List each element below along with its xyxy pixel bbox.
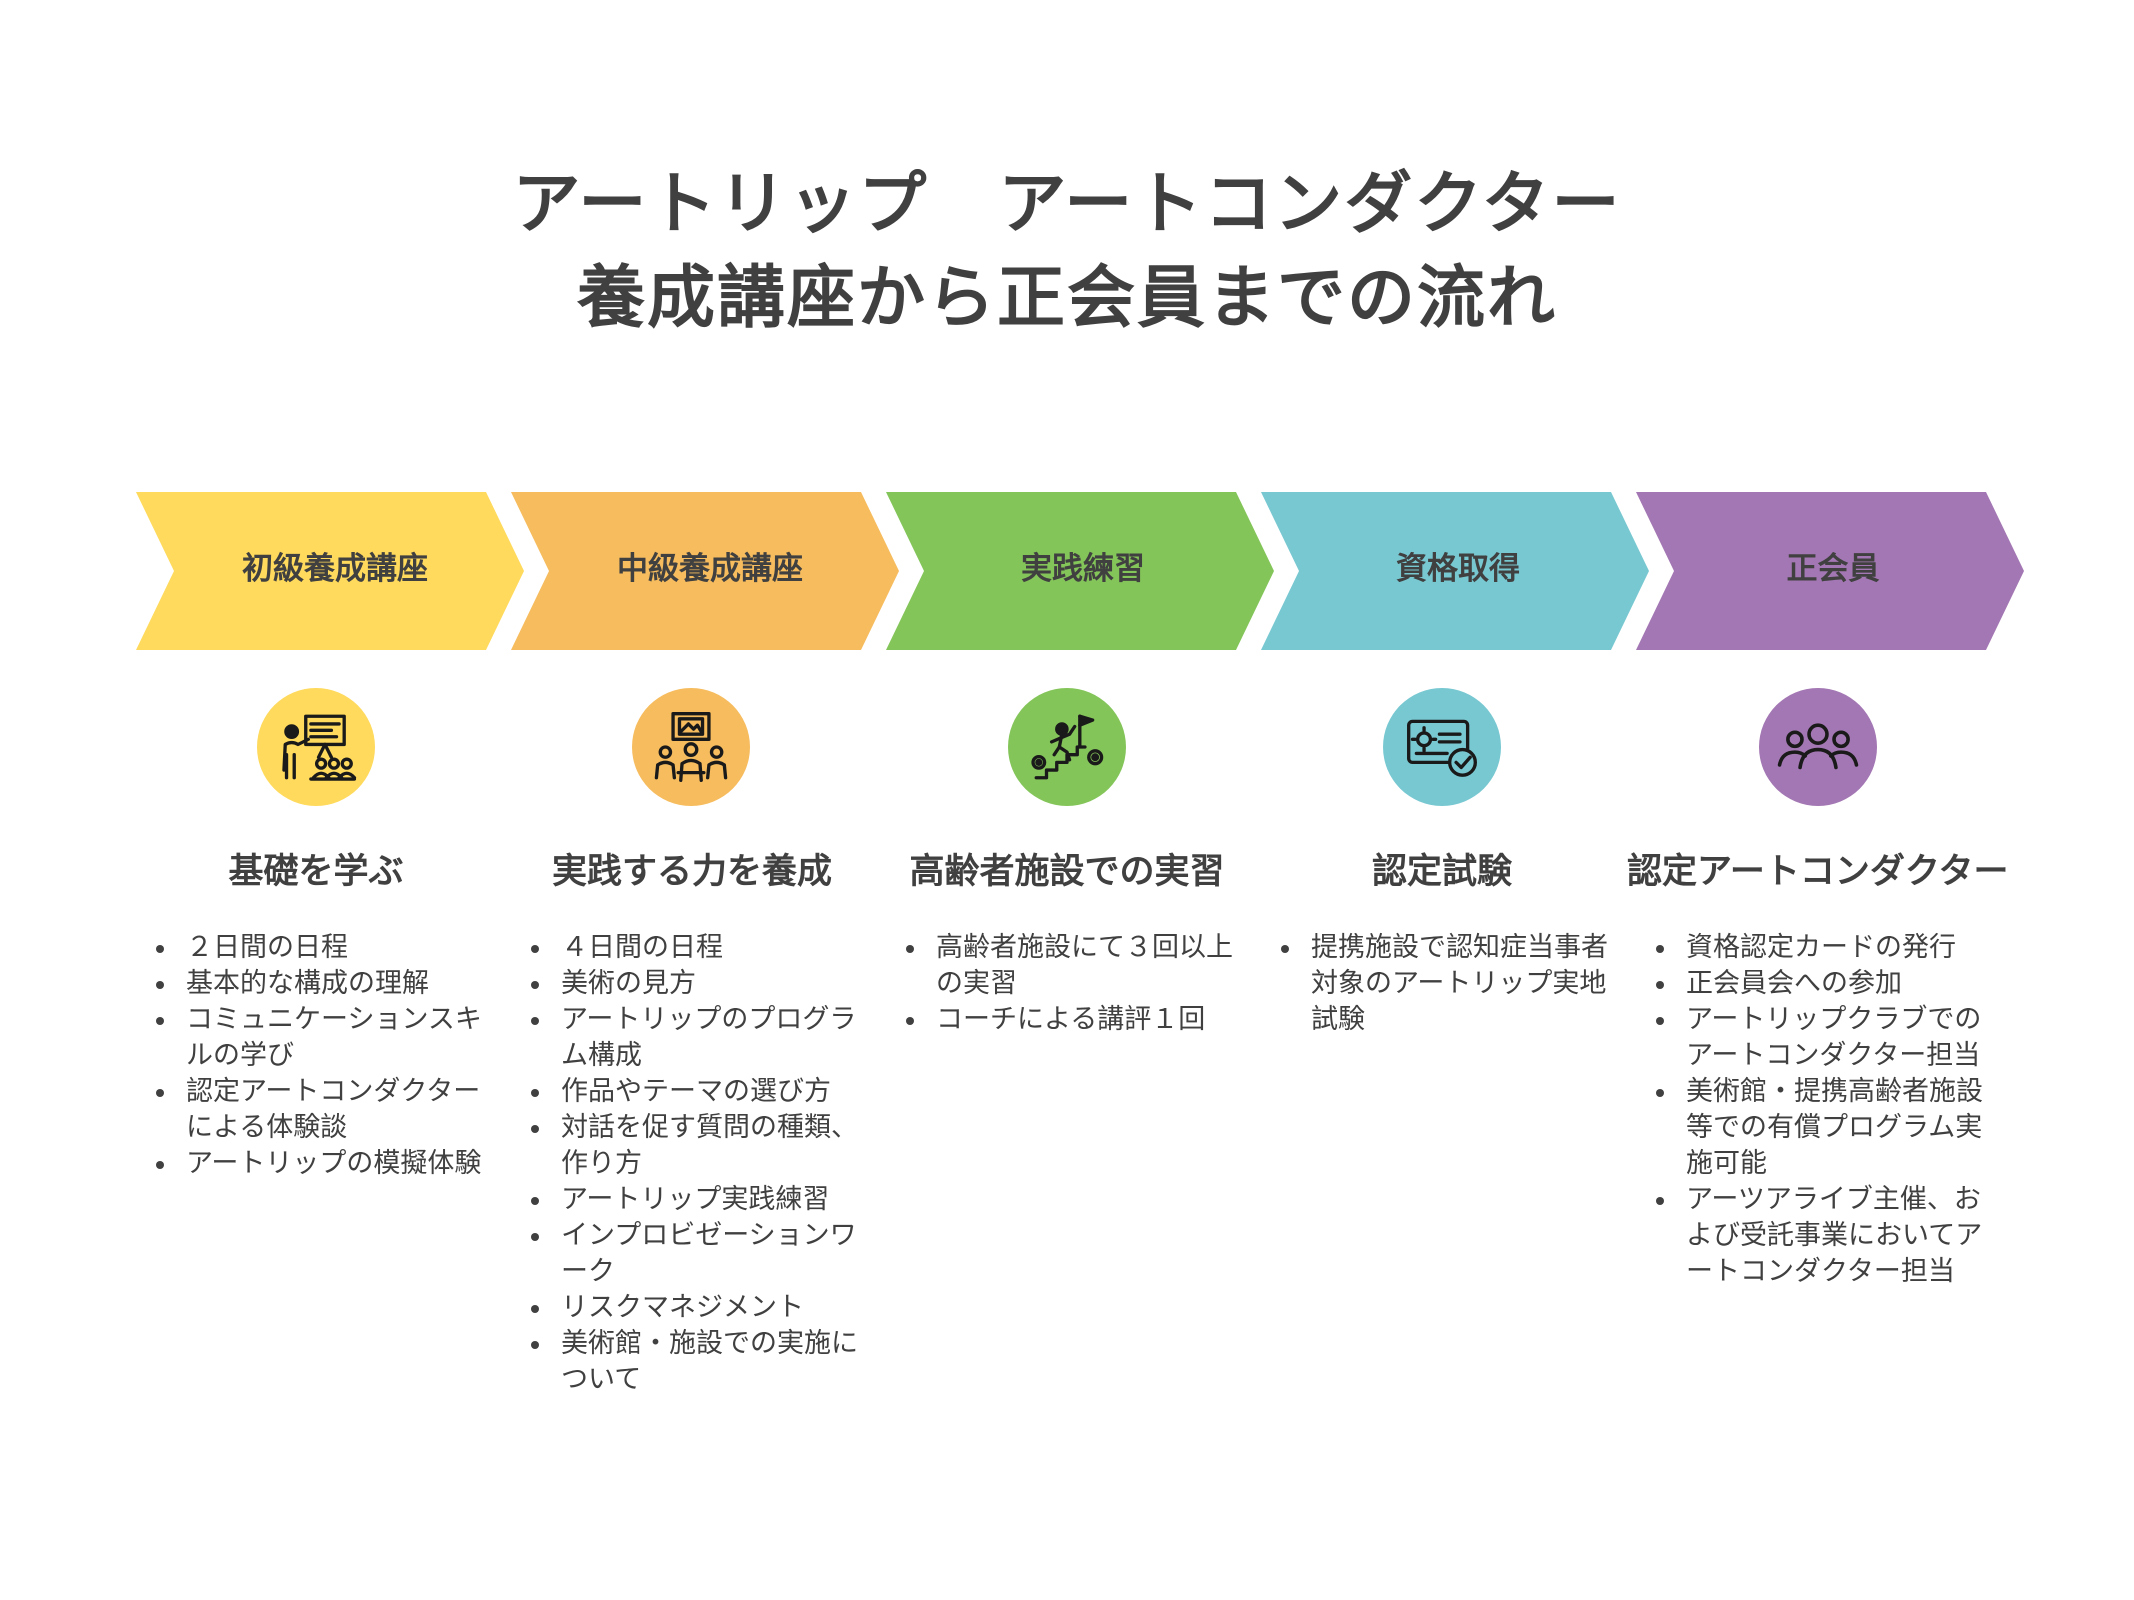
step-2-list: ４日間の日程 美術の見方 アートリップのプログラム構成 作品やテーマの選び方 対…: [525, 930, 870, 1398]
title-line-2: 養成講座から正会員までの流れ: [576, 259, 1557, 338]
list-item: 基本的な構成の理解: [150, 966, 495, 1002]
step-4-icon-circle: [1383, 688, 1501, 806]
chevron-certification: [1261, 492, 1649, 650]
title-line-1: アートリップ アートコンダクター: [512, 165, 1622, 244]
list-item: ４日間の日程: [525, 930, 870, 966]
list-item: 高齢者施設にて３回以上の実習: [900, 930, 1240, 1002]
list-item: 認定アートコンダクターによる体験談: [150, 1074, 495, 1146]
list-item: アートリップの模擬体験: [150, 1146, 495, 1182]
list-item: ２日間の日程: [150, 930, 495, 966]
certificate-icon: [1407, 719, 1477, 777]
chevron-practice: [886, 492, 1274, 650]
step-4-list: 提携施設で認知症当事者対象のアートリップ実地試験: [1275, 930, 1615, 1038]
process-chevrons: [136, 492, 2024, 650]
list-item: アートリップ実践練習: [525, 1182, 870, 1218]
step-3-list: 高齢者施設にて３回以上の実習 コーチによる講評１回: [900, 930, 1240, 1038]
step-3-heading: 高齢者施設での実習: [909, 852, 1225, 892]
chevron-label-practice: 実践練習: [1021, 551, 1145, 587]
climbing-goal-icon: [1031, 714, 1104, 780]
list-item: インプロビゼーションワーク: [525, 1218, 870, 1290]
presentation-icon: [282, 714, 357, 781]
members-icon: [1777, 723, 1859, 770]
step-2-heading: 実践する力を養成: [551, 852, 832, 892]
chevron-label-full-member: 正会員: [1786, 551, 1880, 587]
list-item: 正会員会への参加: [1650, 966, 1995, 1002]
step-1-icon-circle: [257, 688, 375, 806]
list-item: 美術館・提携高齢者施設等での有償プログラム実施可能: [1650, 1074, 1995, 1182]
step-5-list: 資格認定カードの発行 正会員会への参加 アートリップクラブでのアートコンダクター…: [1650, 930, 1995, 1290]
step-5-icon-circle: [1759, 688, 1877, 806]
chevron-label-beginner-course: 初級養成講座: [242, 551, 428, 587]
step-4-heading: 認定試験: [1371, 852, 1512, 892]
list-item: 美術館・施設での実施について: [525, 1326, 870, 1398]
chevron-full-member: [1636, 492, 2024, 650]
list-item: 美術の見方: [525, 966, 870, 1002]
list-item: 資格認定カードの発行: [1650, 930, 1995, 966]
list-item: 作品やテーマの選び方: [525, 1074, 870, 1110]
list-item: アートリップのプログラム構成: [525, 1002, 870, 1074]
chevron-label-intermediate-course: 中級養成講座: [617, 551, 803, 587]
list-item: アートリップクラブでのアートコンダクター担当: [1650, 1002, 1995, 1074]
training-group-icon: [654, 712, 728, 782]
page-title: アートリップ アートコンダクター 養成講座から正会員までの流れ: [0, 158, 2134, 346]
chevron-label-certification: 資格取得: [1396, 551, 1520, 587]
chevron-beginner-course: [136, 492, 524, 650]
step-1-list: ２日間の日程 基本的な構成の理解 コミュニケーションスキルの学び 認定アートコン…: [150, 930, 495, 1182]
list-item: リスクマネジメント: [525, 1290, 870, 1326]
list-item: アーツアライブ主催、および受託事業においてアートコンダクター担当: [1650, 1182, 1995, 1290]
list-item: 対話を促す質問の種類、作り方: [525, 1110, 870, 1182]
list-item: コーチによる講評１回: [900, 1002, 1240, 1038]
step-5-heading: 認定アートコンダクター: [1627, 852, 2009, 892]
chevron-intermediate-course: [511, 492, 899, 650]
list-item: コミュニケーションスキルの学び: [150, 1002, 495, 1074]
step-1-heading: 基礎を学ぶ: [228, 852, 404, 892]
step-3-icon-circle: [1008, 688, 1126, 806]
list-item: 提携施設で認知症当事者対象のアートリップ実地試験: [1275, 930, 1615, 1038]
step-2-icon-circle: [632, 688, 750, 806]
